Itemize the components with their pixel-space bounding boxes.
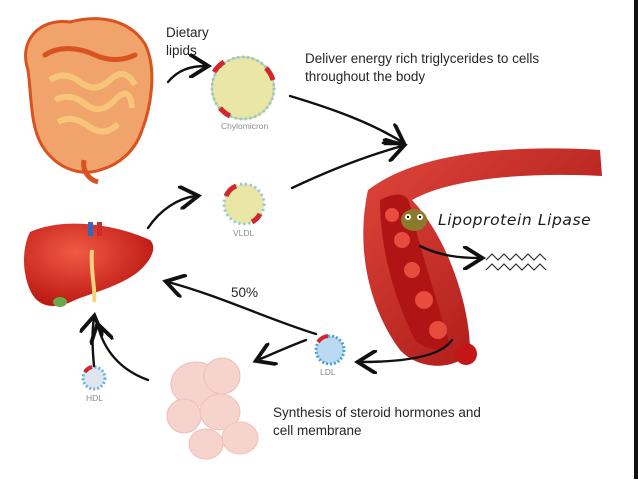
hdl-particle <box>81 365 107 391</box>
blood-vessel-icon <box>363 148 602 366</box>
intestine-icon <box>24 17 154 185</box>
arrow-vessel-to-ldl <box>360 338 454 362</box>
arrow-lipase-to-fatty-acid <box>418 244 480 258</box>
ldl-label: LDL <box>320 367 336 377</box>
deliver-triglycerides-label: Deliver energy rich triglycerides to cel… <box>305 51 540 84</box>
dietary-lipids-label: Dietary lipids <box>166 25 209 58</box>
fifty-percent-label: 50% <box>231 285 259 300</box>
arrow-vldl-to-vessel <box>290 146 402 190</box>
vldl-particle <box>222 182 266 226</box>
chylomicron-label: Chylomicron <box>221 121 269 131</box>
lipoprotein-lipase-label: Lipoprotein Lipase <box>438 211 592 229</box>
arrow-chylomicron-to-vessel <box>288 94 402 142</box>
arrow-hdl-to-liver <box>93 318 95 368</box>
arrow-dietary-to-chylomicron <box>166 66 206 84</box>
chylomicron-particle <box>210 55 276 121</box>
lipase-enzyme-icon <box>401 209 427 231</box>
vldl-label: VLDL <box>233 228 255 238</box>
arrow-cells-to-hdl <box>98 326 150 382</box>
hdl-label: HDL <box>86 393 104 403</box>
arrow-liver-to-vldl <box>146 196 196 230</box>
body-cells-icon <box>166 357 259 460</box>
arrow-ldl-to-liver <box>168 282 318 336</box>
arrows <box>93 66 481 382</box>
slide-edge <box>634 0 638 479</box>
fatty-acid-chain-icon <box>485 253 547 271</box>
liver-icon <box>24 222 154 307</box>
ldl-particle <box>314 334 346 366</box>
arrow-ldl-to-cells <box>258 338 308 360</box>
synthesis-label: Synthesis of steroid hormones and cell m… <box>273 405 481 438</box>
